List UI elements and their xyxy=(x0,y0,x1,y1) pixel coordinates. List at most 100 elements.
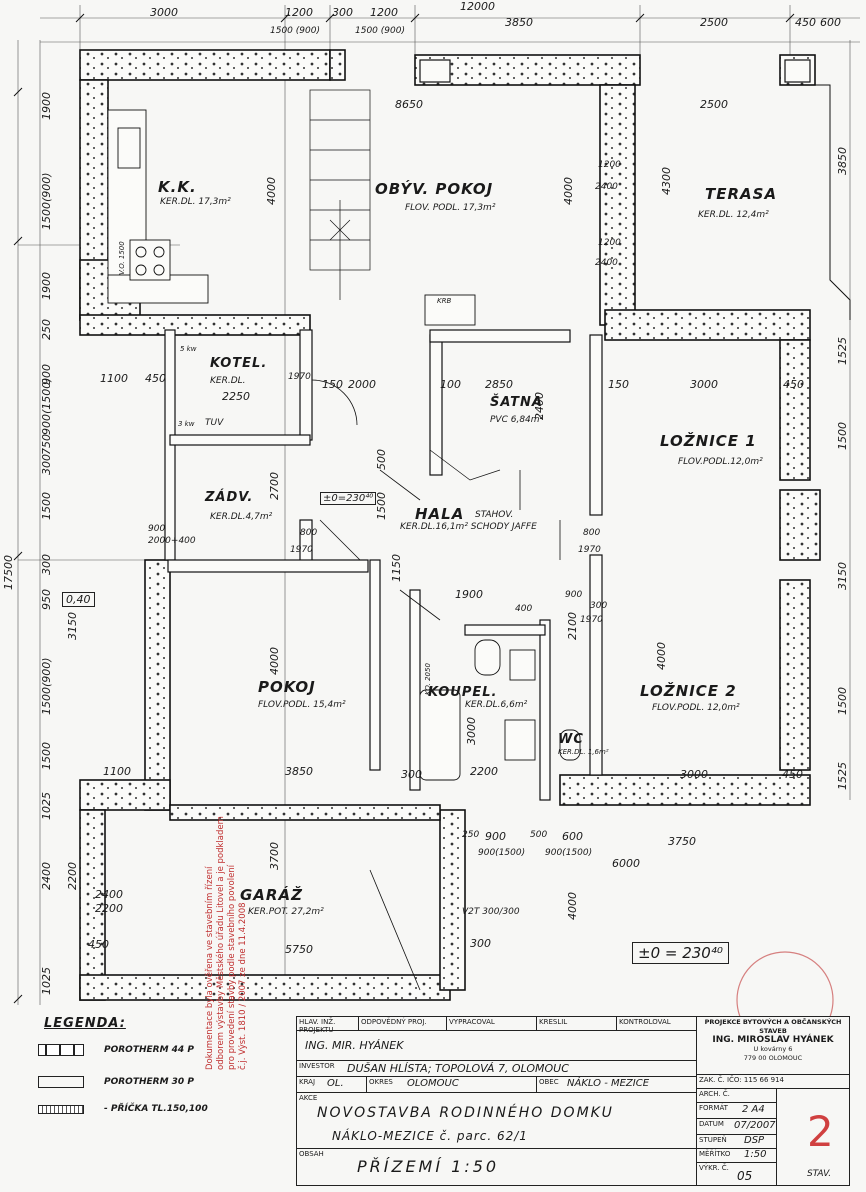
inner-dim: 150 xyxy=(608,378,629,391)
left-dim: 3150 xyxy=(66,612,79,640)
inner-dim: 900 xyxy=(148,524,166,534)
inner-dim: 1200 xyxy=(598,160,621,170)
inner-dim: 1970 xyxy=(580,615,603,625)
inner-dim: 1900 xyxy=(455,588,483,601)
inner-dim: 800 xyxy=(583,528,601,538)
tb-kraj-value: OL. xyxy=(327,1078,344,1089)
inner-dim: 1200 xyxy=(598,238,621,248)
tb-okres: OKRES xyxy=(367,1077,537,1093)
left-dim: 1900 xyxy=(40,272,53,300)
room-loznice1-name: LOŽNICE 1 xyxy=(660,432,757,450)
inner-dim: V2T 300/300 xyxy=(462,907,520,917)
inner-dim: 250 xyxy=(462,830,480,840)
dim-ticks xyxy=(13,13,795,1004)
inner-dim: 800 xyxy=(300,528,318,538)
room-garaz-name: GARÁŽ xyxy=(240,886,303,904)
tb-vykr: VÝKR. Č. xyxy=(697,1163,777,1185)
room-hala-note: STAHOV. xyxy=(475,510,514,520)
inner-dim: 4000 xyxy=(566,892,579,920)
inner-dim: 600 xyxy=(562,830,583,843)
inner-dim: 2700 xyxy=(268,472,281,500)
tb-obec: OBEC xyxy=(537,1077,697,1093)
window-sill: 0,40 xyxy=(62,592,95,607)
stairs xyxy=(309,89,501,481)
tb-odp: ODPOVĚDNÝ PROJ. xyxy=(359,1017,447,1031)
inner-dim: 450 xyxy=(88,938,109,951)
doors xyxy=(174,375,561,991)
top-dim: 3000 xyxy=(150,6,178,19)
inner-dim: 2500 xyxy=(700,98,728,111)
inner-dim: 2250 xyxy=(222,390,250,403)
top-dim: 450 xyxy=(795,16,816,29)
right-dim: 3850 xyxy=(836,147,849,175)
inner-dim: 3850 xyxy=(285,765,313,778)
title-block: HLAV. INŽ. PROJEKTU ODPOVĚDNÝ PROJ. VYPR… xyxy=(296,1016,850,1186)
inner-dim: 500 xyxy=(530,830,548,840)
inner-dim: 4000 xyxy=(562,177,575,205)
legend-label: POROTHERM 30 P xyxy=(104,1077,194,1087)
inner-dim: 900(1500) xyxy=(545,848,593,858)
left-dim: 1900 xyxy=(40,92,53,120)
inner-dim: 3000 xyxy=(690,378,718,391)
legend: LEGENDA: POROTHERM 44 P POROTHERM 30 P -… xyxy=(30,1016,292,1166)
inner-dim: 2200 xyxy=(95,902,123,915)
top-dim: 2500 xyxy=(700,16,728,29)
inner-dim: 100 xyxy=(440,378,461,391)
level-mark-hall: ±0=230⁴⁰ xyxy=(320,492,377,505)
inner-dim: 2400 xyxy=(95,888,123,901)
inner-dim: 450 xyxy=(783,378,804,391)
left-dim: 1025 xyxy=(40,792,53,820)
left-dim: 750 xyxy=(40,434,53,455)
room-garaz-area: KER.POT. 27,2m² xyxy=(248,907,324,917)
tb-kraj: KRAJ xyxy=(297,1077,367,1093)
left-dim: 900(1500) xyxy=(40,377,53,435)
top-sub-dim: 1500 (900) xyxy=(270,26,320,36)
tb-meritko-value: 1:50 xyxy=(744,1149,767,1160)
inner-dim: 900 xyxy=(485,830,506,843)
top-dim: 1200 xyxy=(285,6,313,19)
tuv-label: TUV xyxy=(205,418,224,428)
room-zadv-name: ZÁDV. xyxy=(205,490,254,505)
inner-dim: 1150 xyxy=(390,554,403,582)
level-mark: ±0 = 230⁴⁰ xyxy=(632,942,729,964)
inner-dim: 2000 xyxy=(348,378,376,391)
inner-dim: 4300 xyxy=(660,167,673,195)
top-sub-dim: 1500 (900) xyxy=(355,26,405,36)
left-dim: 2400 xyxy=(40,862,53,890)
inner-dim: 4000 xyxy=(655,642,668,670)
room-hala-name: HALA xyxy=(415,505,465,523)
top-dim: 300 xyxy=(332,6,353,19)
inner-dim: 6000 xyxy=(612,857,640,870)
tb-vyprac: VYPRACOVAL xyxy=(447,1017,537,1031)
tb-obsah-value: PŘÍZEMÍ 1:50 xyxy=(357,1157,500,1176)
top-dim: 3850 xyxy=(505,16,533,29)
legend-item: POROTHERM 30 P xyxy=(38,1076,194,1088)
left-dim: 1500 xyxy=(40,742,53,770)
left-dim: 1500(900) xyxy=(40,172,53,230)
inner-dim: 300 xyxy=(470,937,491,950)
tb-datum: DATUM xyxy=(697,1119,777,1135)
room-satna-area: PVC 6,84m² xyxy=(490,415,544,425)
right-dim: 3150 xyxy=(836,562,849,590)
inner-dim: 400 xyxy=(515,604,533,614)
inner-dim: 1970 xyxy=(290,545,313,555)
left-dim: 1500 xyxy=(40,492,53,520)
right-dim: 1525 xyxy=(836,762,849,790)
tb-zak: ZAK. Č. IČO: 115 66 914 xyxy=(697,1075,849,1089)
tb-arch: ARCH. Č. xyxy=(697,1089,777,1103)
inner-dim: 1500 xyxy=(375,492,388,520)
tb-akce-parc: NÁKLO-MEZICE č. parc. 62/1 xyxy=(332,1129,528,1143)
partitions xyxy=(164,329,603,801)
inner-dim: 1100 xyxy=(103,765,131,778)
inner-dim: 900 xyxy=(565,590,583,600)
room-obyv-name: OBÝV. POKOJ xyxy=(375,180,494,198)
tb-format: FORMÁT xyxy=(697,1103,777,1119)
room-obyv-area: FLOV. PODL. 17,3m² xyxy=(405,203,496,213)
vo-label: V.O. 1500 xyxy=(118,241,126,275)
terrace xyxy=(815,84,851,320)
room-hala-area: KER.DL.16,1m² SCHODY JAFFE xyxy=(400,522,537,532)
round-seal xyxy=(736,951,834,1016)
inner-dim: 300 xyxy=(590,601,608,611)
tb-investor-value: DUŠAN HLÍSTA; TOPOLOVÁ 7, OLOMOUC xyxy=(347,1062,569,1075)
room-loznice2-name: LOŽNICE 2 xyxy=(640,682,737,700)
